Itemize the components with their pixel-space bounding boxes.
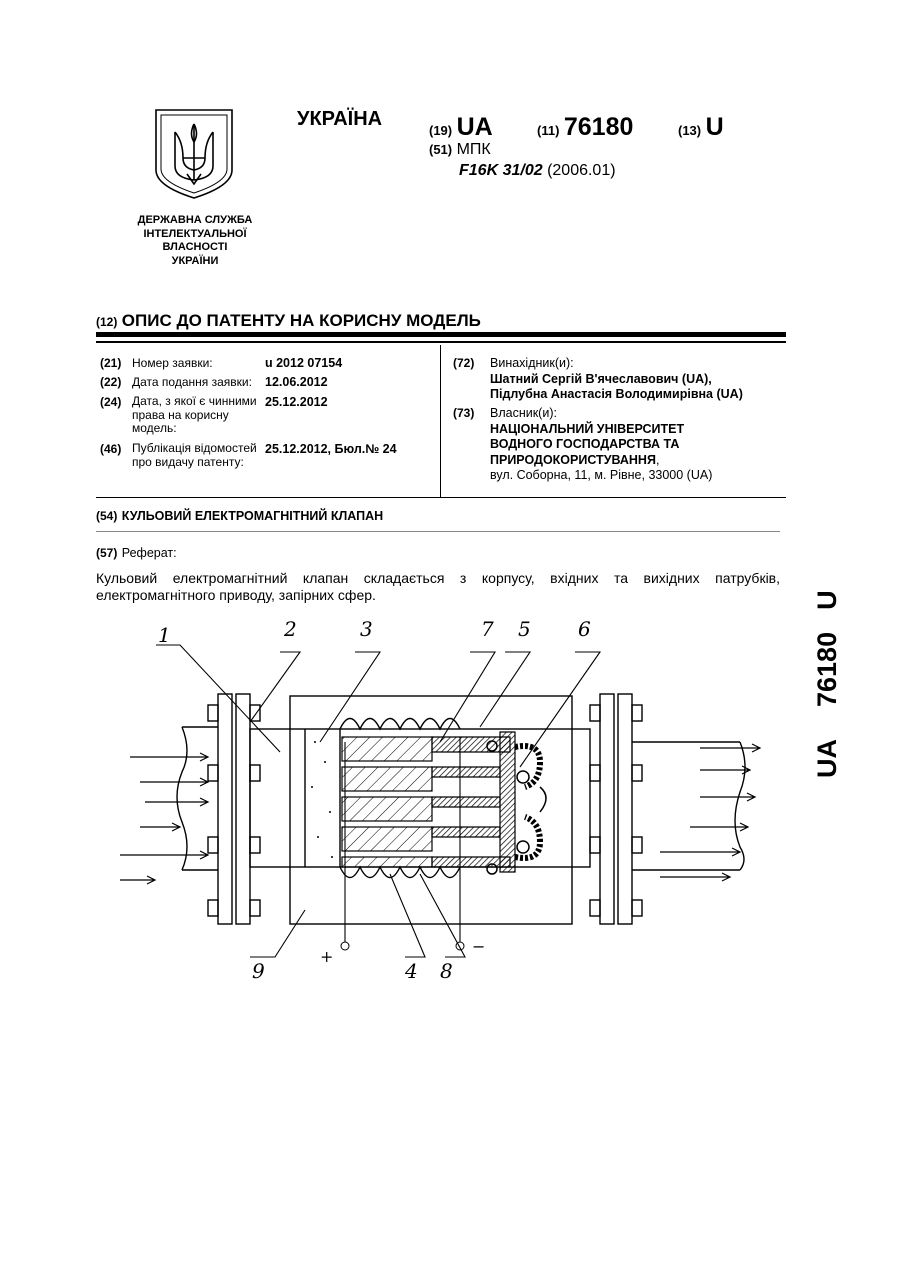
code-13: (13) U [678,113,724,142]
country-name: УКРАЇНА [297,108,382,131]
valve-drawing: 1 2 3 7 5 6 9 4 8 + − [100,612,780,992]
inventor-1: Шатний Сергій В'ячеславович (UA), [490,372,743,388]
biblio-bottom-rule [96,497,786,498]
callout-2: 2 [283,617,297,641]
side-patent-label: UA76180U [812,590,843,778]
left-flange-inner [236,694,250,924]
callout-5: 5 [518,617,531,641]
document-title: (12) ОПИС ДО ПАТЕНТУ НА КОРИСНУ МОДЕЛЬ [96,311,481,331]
trident-emblem-icon [153,108,235,200]
ball-sphere [517,771,529,783]
code-11: (11) 76180 [537,113,633,142]
inventor-2: Підлубна Анастасія Володимирівна (UA) [490,387,743,403]
core-block [342,737,432,761]
title-rule-thick [96,332,786,337]
callout-4: 4 [404,959,418,983]
outlet-pipe [632,742,740,870]
callout-6: 6 [578,617,591,641]
biblio-column-divider [440,345,441,497]
patent-number: 76180 [564,113,634,141]
left-flange-outer [218,694,232,924]
title-rule-thin [96,341,786,343]
right-flange-inner [618,694,632,924]
code-19: (19) UA [429,113,493,142]
invention-title-rule [96,531,780,532]
callout-9: 9 [252,959,265,983]
agency-name: ДЕРЖАВНА СЛУЖБА ІНТЕЛЕКТУАЛЬНОЇ ВЛАСНОСТ… [120,214,270,268]
invention-title: (54) КУЛЬОВИЙ ЕЛЕКТРОМАГНІТНИЙ КЛАПАН [96,507,383,525]
callout-1: 1 [158,623,171,647]
right-flange-outer [600,694,614,924]
abstract-text: Кульовий електромагнітний клапан складає… [96,570,780,604]
polarity-plus: + [320,947,333,966]
callout-8: 8 [440,959,453,983]
callout-3: 3 [360,617,373,641]
ipc-classification: F16K 31/02 (2006.01) [459,162,616,180]
owner-address: вул. Соборна, 11, м. Рівне, 33000 (UA) [490,468,712,484]
callout-7: 7 [481,617,494,641]
abstract-heading: (57) Реферат: [96,544,177,562]
code-51: (51) МПК [429,141,491,159]
polarity-minus: − [472,937,485,956]
